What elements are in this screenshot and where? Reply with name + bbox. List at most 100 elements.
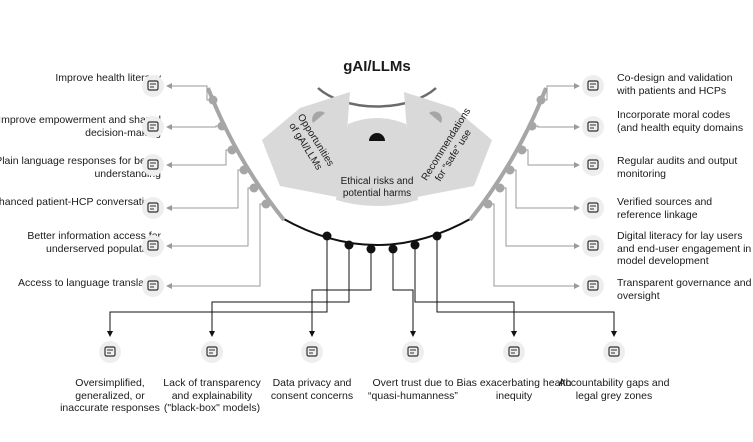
arrow-head [611,331,617,337]
tab-ethical-label: Ethical risks and potential harms [340,176,414,199]
recommendation-connector [510,169,579,209]
connector-node [261,199,271,209]
opportunity-label: Better information access for underserve… [27,230,161,255]
arrow-head [574,243,580,249]
risk-connector [311,249,372,335]
arrow-head [166,243,172,249]
audit-monitor-icon [582,154,604,176]
connector-node [388,244,398,254]
recommendation-connector [532,125,579,128]
opportunity-label: Access to language translation [17,277,161,289]
legal-document-icon [603,341,625,363]
recommendation-connector [488,203,579,287]
black-box-icon [201,341,223,363]
connector-node [495,183,505,193]
risk-connector [109,236,328,335]
connector-node [483,199,493,209]
arrow-head [166,205,172,211]
arrow-head [410,331,416,337]
book-head-icon [142,75,164,97]
recommendation-connector [500,187,579,247]
connector-node [410,240,420,250]
recommendation-label: Digital literacy for lay users and end-u… [617,230,752,267]
opportunity-connector [167,149,232,166]
head-gear-icon [142,116,164,138]
connector-node [432,231,442,241]
code-screen-icon [582,116,604,138]
opportunity-connector [167,125,222,128]
recommendation-label: Transparent governance and oversight [617,277,752,302]
connector-node [239,165,249,175]
arrow-head [511,331,517,337]
recommendation-connector [541,85,579,101]
risk-connector [392,249,414,335]
arrow-head [574,124,580,130]
title-arc [317,87,437,108]
risk-label: Data privacy and consent concerns [270,377,354,402]
tab-opportunities [262,92,350,198]
arrow-head [209,331,215,337]
chat-warning-icon [99,341,121,363]
arrow-head [574,283,580,289]
arrow-head [166,124,172,130]
recommendation-connector [522,149,579,166]
center-title: gAI/LLMs [343,58,411,75]
connector-node [249,183,259,193]
recommendation-label: Verified sources and reference linkage [617,196,713,221]
recommendation-label: Regular audits and output monitoring [617,155,738,180]
opportunity-connector [167,85,213,101]
arrow-head [574,83,580,89]
connector-node [227,145,237,155]
opportunity-label: Enhanced patient-HCP conversations [0,196,161,208]
risk-connector [211,245,350,335]
opportunity-label: Improve health literacy [55,72,161,84]
arrow-head [107,331,113,337]
connector-node [517,145,527,155]
conversation-icon [142,197,164,219]
connector-node [536,95,546,105]
left-arc [206,87,286,222]
arrow-head [574,205,580,211]
verified-link-icon [582,197,604,219]
governance-icon [582,275,604,297]
recommendation-label: Incorporate moral codes (and health equi… [617,109,744,134]
bottom-arc [281,217,473,246]
arrow-head [166,83,172,89]
connector-node [505,165,515,175]
arrow-head [166,283,172,289]
risk-label: Oversimplified, generalized, or inaccura… [60,377,160,414]
tab-recommendations [404,92,492,198]
scales-icon [503,341,525,363]
tab-marker-center [369,133,385,141]
chat-bubble-icon [142,154,164,176]
co-design-icon [582,75,604,97]
connector-node [208,95,218,105]
arrow-head [574,162,580,168]
arrow-head [166,162,172,168]
risk-connector [414,245,515,335]
opportunity-connector [167,169,244,209]
connector-node [217,121,227,131]
risk-label: Bias exacerbating health inequity [456,377,572,402]
tab-marker-right [429,111,442,123]
right-arc [468,87,548,222]
risk-connector [436,236,615,335]
trust-icon [402,341,424,363]
opportunity-connector [167,203,266,287]
arrow-head [309,331,315,337]
risk-label: Accountability gaps and legal grey zones [558,377,670,402]
connector-node [322,231,332,241]
recommendation-label: Co-design and validation with patients a… [617,72,733,97]
opportunity-label: Plain language responses for better unde… [0,155,161,180]
connector-node [527,121,537,131]
opportunity-connector [167,187,254,247]
risk-label: Overt trust due to “quasi-humanness” [368,377,458,402]
connector-node [366,244,376,254]
translation-icon [142,275,164,297]
tab-marker-left [312,111,325,123]
risk-label: Lack of transparency and explainability … [163,377,261,414]
tab-ethical [336,118,418,206]
database-lock-icon [301,341,323,363]
opportunity-label: Improve empowerment and shared decision-… [0,114,161,139]
